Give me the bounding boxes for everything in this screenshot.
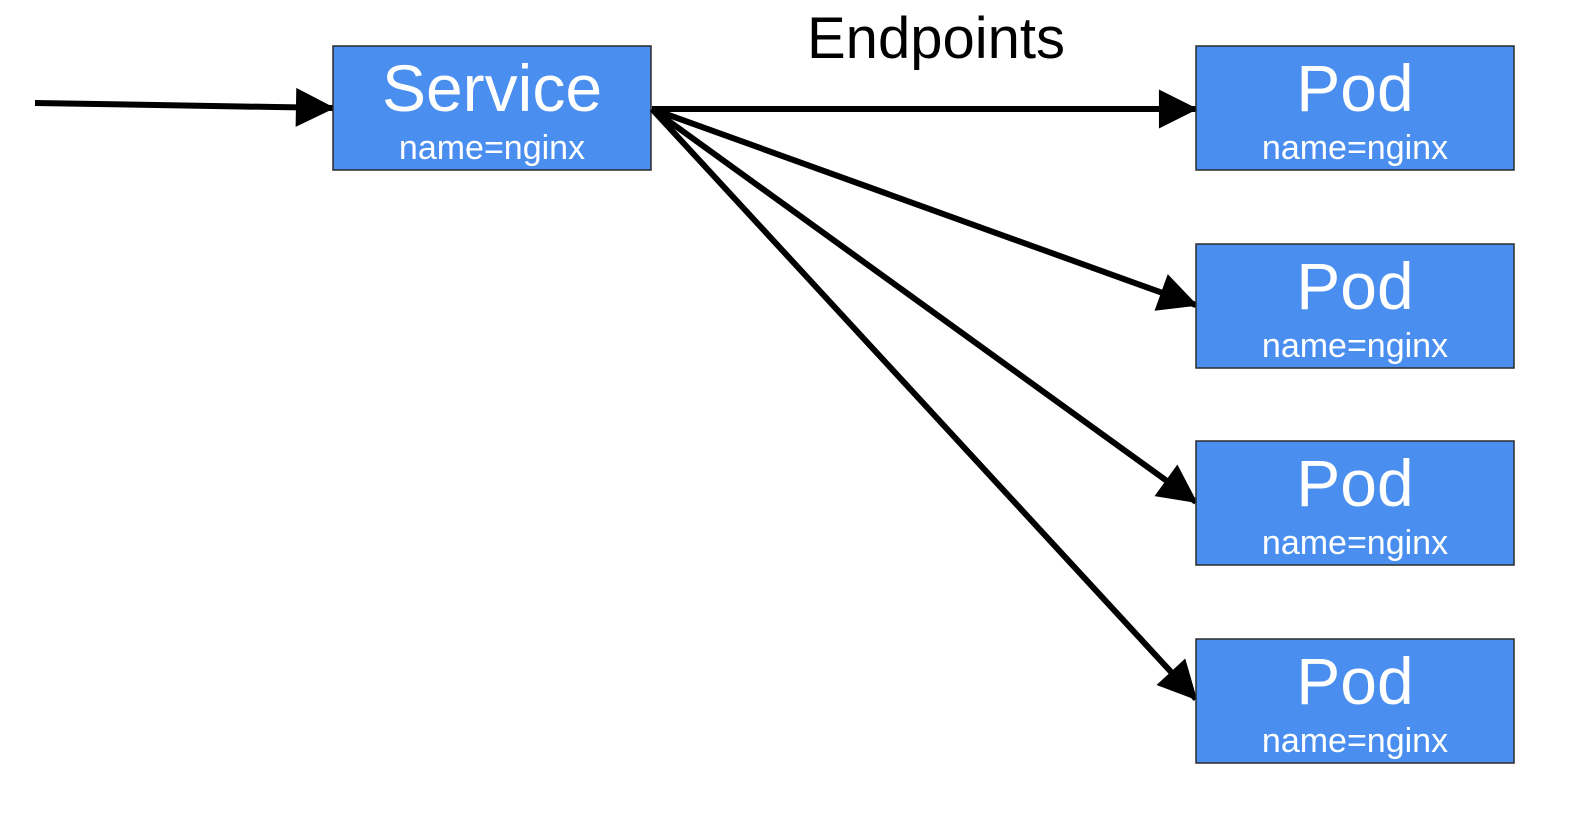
pod-box-rect bbox=[1195, 243, 1515, 369]
pod-box-2: Pod name=nginx bbox=[1195, 243, 1515, 369]
pod-title: Pod bbox=[1296, 446, 1413, 520]
pod-box-4: Pod name=nginx bbox=[1195, 638, 1515, 764]
pod-box-rect bbox=[1195, 638, 1515, 764]
pod-box-rect bbox=[1195, 45, 1515, 171]
service-selector: name=nginx bbox=[399, 129, 585, 167]
pod-title: Pod bbox=[1296, 51, 1413, 125]
pod-label: name=nginx bbox=[1262, 327, 1448, 365]
pod-label: name=nginx bbox=[1262, 722, 1448, 760]
service-box: Service name=nginx bbox=[332, 45, 652, 171]
pod-title: Pod bbox=[1296, 644, 1413, 718]
incoming-arrow bbox=[34, 87, 335, 127]
endpoints-label: Endpoints bbox=[807, 6, 1065, 71]
endpoint-arrow-4 bbox=[649, 106, 1199, 702]
pod-box-1: Pod name=nginx bbox=[1195, 45, 1515, 171]
pod-box-rect bbox=[1195, 440, 1515, 566]
endpoint-arrow-2 bbox=[650, 106, 1198, 311]
service-title: Service bbox=[382, 51, 602, 125]
pod-title: Pod bbox=[1296, 249, 1413, 323]
pod-box-3: Pod name=nginx bbox=[1195, 440, 1515, 566]
service-box-rect bbox=[332, 45, 652, 171]
pod-label: name=nginx bbox=[1262, 524, 1448, 562]
endpoint-arrow-3 bbox=[650, 106, 1198, 505]
pod-label: name=nginx bbox=[1262, 129, 1448, 167]
